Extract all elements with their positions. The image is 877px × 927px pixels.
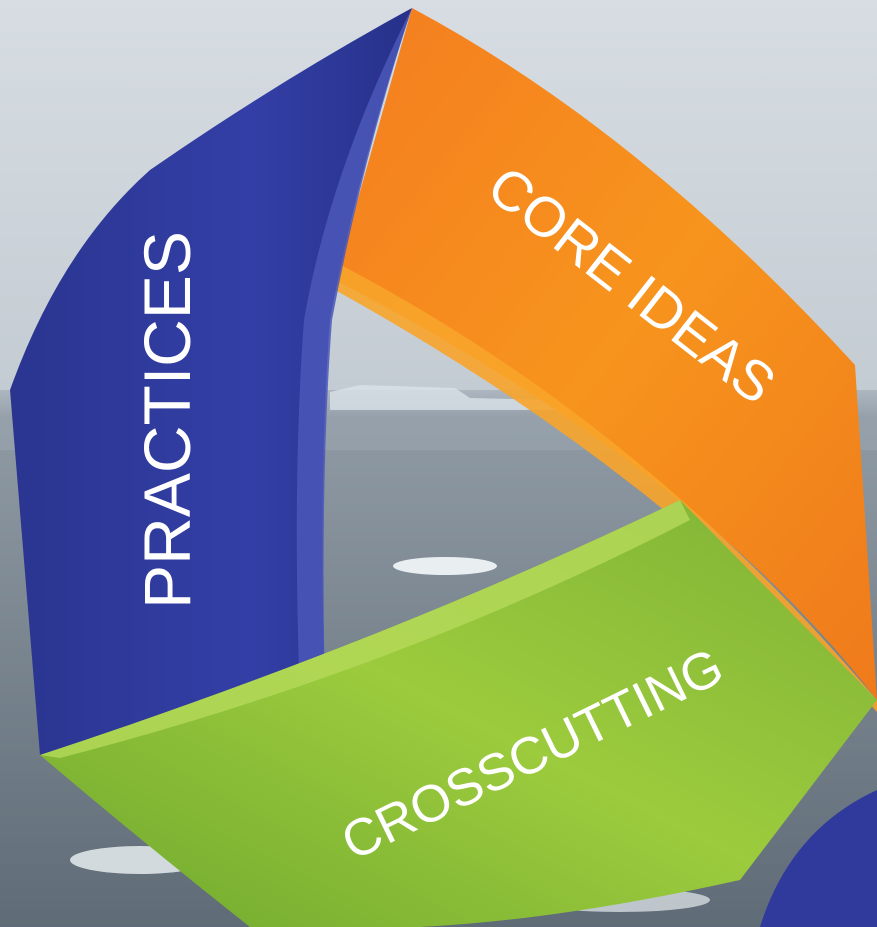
- segment-core-ideas: [335, 8, 877, 700]
- ice-floe: [393, 557, 497, 575]
- next-diagram-fragment: [760, 790, 877, 927]
- practices-inner-edge: [296, 8, 412, 700]
- segment-crosscutting: [40, 500, 877, 927]
- practices-label: PRACTICES: [130, 231, 204, 609]
- core-ideas-inner-edge: [335, 262, 877, 712]
